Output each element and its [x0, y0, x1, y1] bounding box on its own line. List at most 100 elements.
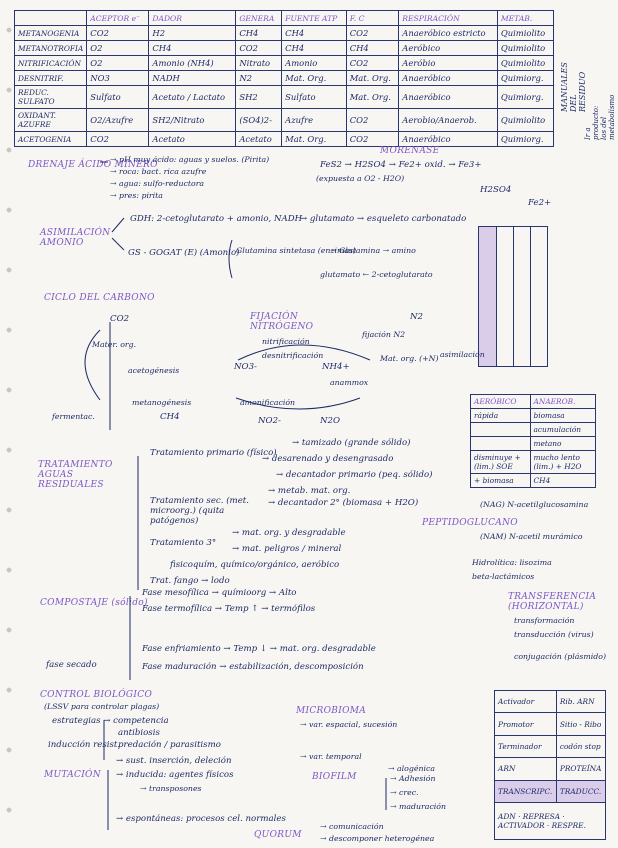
- fase-secado: fase secado: [46, 660, 97, 670]
- secundario-label: Tratamiento sec. (met. microorg.) (quita…: [150, 496, 249, 526]
- drenaje-line: → pH muy ácido: aguas y suelos. (Pirita): [110, 155, 270, 164]
- nitrogeno-item: NH4+: [322, 362, 350, 372]
- nitrogeno-item: NO3-: [234, 362, 257, 372]
- mutacion-title: MUTACIÓN: [44, 770, 101, 780]
- terciario-item: → mat. peligros / mineral: [232, 544, 342, 554]
- compostaje-item: Fase mesofílica → químioorg → Alto: [142, 588, 297, 598]
- row-header: ACETOGENIA: [13, 131, 88, 147]
- nitrogeno-item: anammox: [330, 378, 369, 387]
- transferencia-item: transducción (virus): [514, 630, 594, 639]
- tratamiento-title: TRATAMIENTO AGUAS RESIDUALES: [38, 460, 113, 490]
- mutacion-item: → sust. inserción, deleción: [116, 756, 232, 766]
- biofilm-title: BIOFILM: [312, 772, 357, 782]
- terciario-item: → mat. org. y desgradable: [232, 528, 346, 538]
- carbono-item: Mater. org.: [92, 340, 137, 349]
- asimilacion-title: ASIMILACIÓN AMONIO: [40, 228, 111, 248]
- transferencia-item: transformación: [514, 616, 575, 625]
- carbono-item: CO2: [110, 314, 130, 324]
- nitrogeno-title: FIJACIÓN NITRÓGENO: [250, 312, 314, 332]
- primario-item: → desarenado y desengrasado: [262, 454, 394, 464]
- transferencia-title: TRANSFERENCIA (HORIZONTAL): [508, 592, 597, 612]
- secundario-item: → metab. mat. org.: [268, 486, 351, 496]
- drenaje-line: → agua: sulfo-reductora: [110, 179, 205, 188]
- glutamina-line: Glutamina sintetasa (enzimas): [236, 246, 357, 255]
- respiration-cell: mucho lento (lim.) + H2O: [529, 450, 597, 474]
- metabolism-cell: Quimiorg.: [496, 131, 555, 147]
- quorum-title: QUORUM: [254, 830, 302, 840]
- fango-line: Trat. fango → lodo: [150, 576, 230, 586]
- respiration-cell: CH4: [529, 473, 597, 488]
- respiration-cell: disminuye + (lim.) SOE: [470, 450, 531, 474]
- drenaje-formula: FeS2 → H2SO4 → Fe2+ oxid. → Fe3+: [320, 160, 482, 170]
- microbioma-item: → alogénica: [388, 764, 435, 773]
- microbioma-item: → var. temporal: [300, 752, 362, 761]
- gdh-line: GDH: 2-cetoglutarato + amonio, NADH: [130, 214, 303, 224]
- drenaje-line: → pres: pirita: [110, 191, 163, 200]
- control-item: inducción resist.: [48, 740, 121, 750]
- control-item: antibiosis: [118, 728, 160, 738]
- glutamato-line: glutamato ← 2-cetoglutarato: [320, 270, 433, 279]
- primario-item: → tamizado (grande sólido): [292, 438, 411, 448]
- microbioma-item: → var. espacial, sucesión: [300, 720, 398, 729]
- carbono-item: metanogénesis: [132, 398, 192, 407]
- metabolism-cell: Mat. Org.: [345, 85, 400, 109]
- row-header: OXIDANT. AZUFRE: [13, 108, 88, 132]
- metabolism-cell: SH2: [235, 85, 283, 109]
- drenaje-title: DRENAJE ÁCIDO MINERO: [28, 160, 158, 170]
- primario-item: → decantador primario (peq. sólido): [276, 470, 433, 480]
- nitrogeno-item: desnitrificación: [262, 351, 324, 360]
- nitrogeno-item: nitrificación: [262, 337, 310, 346]
- peptido-title: PEPTIDOGLUCANO: [422, 518, 518, 528]
- morenase-title: MORENASE: [380, 146, 440, 156]
- gene-row-label: TRANSCRIPC.: [494, 779, 557, 804]
- nitrogeno-item: N2O: [320, 416, 341, 426]
- metabolism-cell: Sulfato: [86, 85, 150, 109]
- gdh-result: → glutamato → esqueleto carbonatado: [300, 214, 467, 224]
- carbono-item: acetogénesis: [128, 366, 180, 375]
- quorum-item: → comunicación: [320, 822, 384, 831]
- glutamina2-line: → Glutamina → amino: [330, 246, 416, 255]
- nitrogeno-item: asimilación: [440, 350, 485, 359]
- drenaje-formula2: H2SO4: [480, 185, 512, 195]
- nitrogeno-item: N2: [410, 312, 423, 322]
- gene-left-labels: ADN · REPRESA · ACTIVADOR · RESPRE.: [494, 802, 606, 840]
- peptido-item: beta-lactámicos: [472, 572, 535, 581]
- metabolism-cell: SH2/Nitrato: [148, 108, 237, 132]
- control-item: estrategias → competencia: [52, 716, 169, 726]
- peptido-item: (NAM) N-acetil murámico: [480, 532, 583, 541]
- compostaje-item: Fase termofílica → Temp ↑ → termófilos: [142, 604, 316, 614]
- biofilm-item: → maduración: [390, 802, 447, 811]
- gsgogat-line: GS - GOGAT (E) (Amonio): [128, 248, 240, 258]
- terciario-label: Tratamiento 3°: [150, 538, 217, 548]
- metabolism-cell: Quimiorg.: [496, 85, 555, 109]
- mutacion-item: → espontáneas: procesos cel. normales: [116, 814, 286, 824]
- metabolism-table: ACEPTOR e⁻ DADOR GENERA FUENTE ATP F. C …: [13, 10, 555, 147]
- primario-label: Tratamiento primario (físico): [150, 448, 277, 458]
- metabolism-cell: Acetato: [148, 131, 237, 147]
- metabolism-cell: Mat. Org.: [281, 131, 347, 147]
- secundario-item: → decantador 2° (biomasa + H2O): [268, 498, 419, 508]
- biofilm-item: → crec.: [390, 788, 419, 797]
- drenaje-line: → roca: bact. rica azufre: [110, 167, 207, 176]
- metabolism-cell: CO2: [345, 131, 400, 147]
- carbono-item: fermentac.: [52, 412, 95, 421]
- fisicoquim-line: fisicoquím, químico/orgánico, aeróbico: [170, 560, 340, 570]
- control-item: predación / parasitismo: [118, 740, 221, 750]
- mutacion-item: → inducida: agentes físicos: [116, 770, 234, 780]
- compostaje-title: COMPOSTAJE (sólido): [40, 598, 148, 608]
- carbono-item: CH4: [160, 412, 180, 422]
- microbioma-title: MICROBIOMA: [296, 706, 367, 716]
- carbono-title: CICLO DEL CARBONO: [44, 293, 155, 303]
- peptido-item: Hidrolítica: lisozima: [472, 558, 552, 567]
- biofilm-item: → Adhesión: [390, 774, 436, 783]
- compostaje-item: Fase enfriamiento → Temp ↓ → mat. org. d…: [142, 644, 376, 654]
- fotosintesis-table: [478, 226, 548, 367]
- peptido-item: (NAG) N-acetilglucosamina: [480, 500, 589, 509]
